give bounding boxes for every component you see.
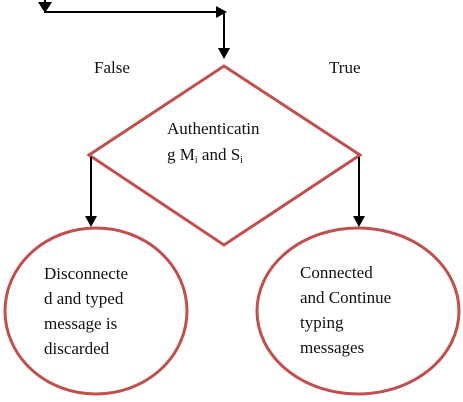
arrowhead-false (85, 216, 97, 227)
arrowhead-right (216, 6, 227, 18)
outcome-false-text: Disconnecte d and typed message is disca… (44, 261, 128, 361)
outcome-true-line: and Continue (300, 288, 392, 307)
outcome-false-line: d and typed (44, 289, 124, 308)
incoming-connector (38, 0, 230, 59)
outcome-false-ellipse (3, 226, 189, 396)
outcome-true-line: typing (300, 313, 344, 332)
true-branch-connector (353, 157, 365, 227)
outcome-true-text: Connected and Continue typing messages (300, 260, 391, 360)
outcome-true-ellipse (255, 226, 461, 396)
true-branch-label: True (329, 58, 361, 77)
outcome-false-line: discarded (44, 339, 110, 358)
false-branch-label: False (94, 58, 130, 77)
false-branch-connector (85, 157, 97, 227)
decision-diamond (86, 64, 363, 247)
decision-label: Authenticatin g Mi and Si (167, 116, 260, 168)
decision-line-1: Authenticatin (167, 119, 260, 138)
outcome-true-line: messages (300, 338, 365, 357)
decision-line-2: g Mi and Si (167, 145, 243, 166)
outcome-false-line: Disconnecte (44, 264, 129, 283)
arrowhead-true (353, 216, 365, 227)
outcome-false-line: message is (44, 314, 118, 333)
outcome-true-line: Connected (300, 263, 373, 282)
arrowhead-decision (218, 48, 230, 59)
arrowhead-incoming (38, 2, 52, 13)
